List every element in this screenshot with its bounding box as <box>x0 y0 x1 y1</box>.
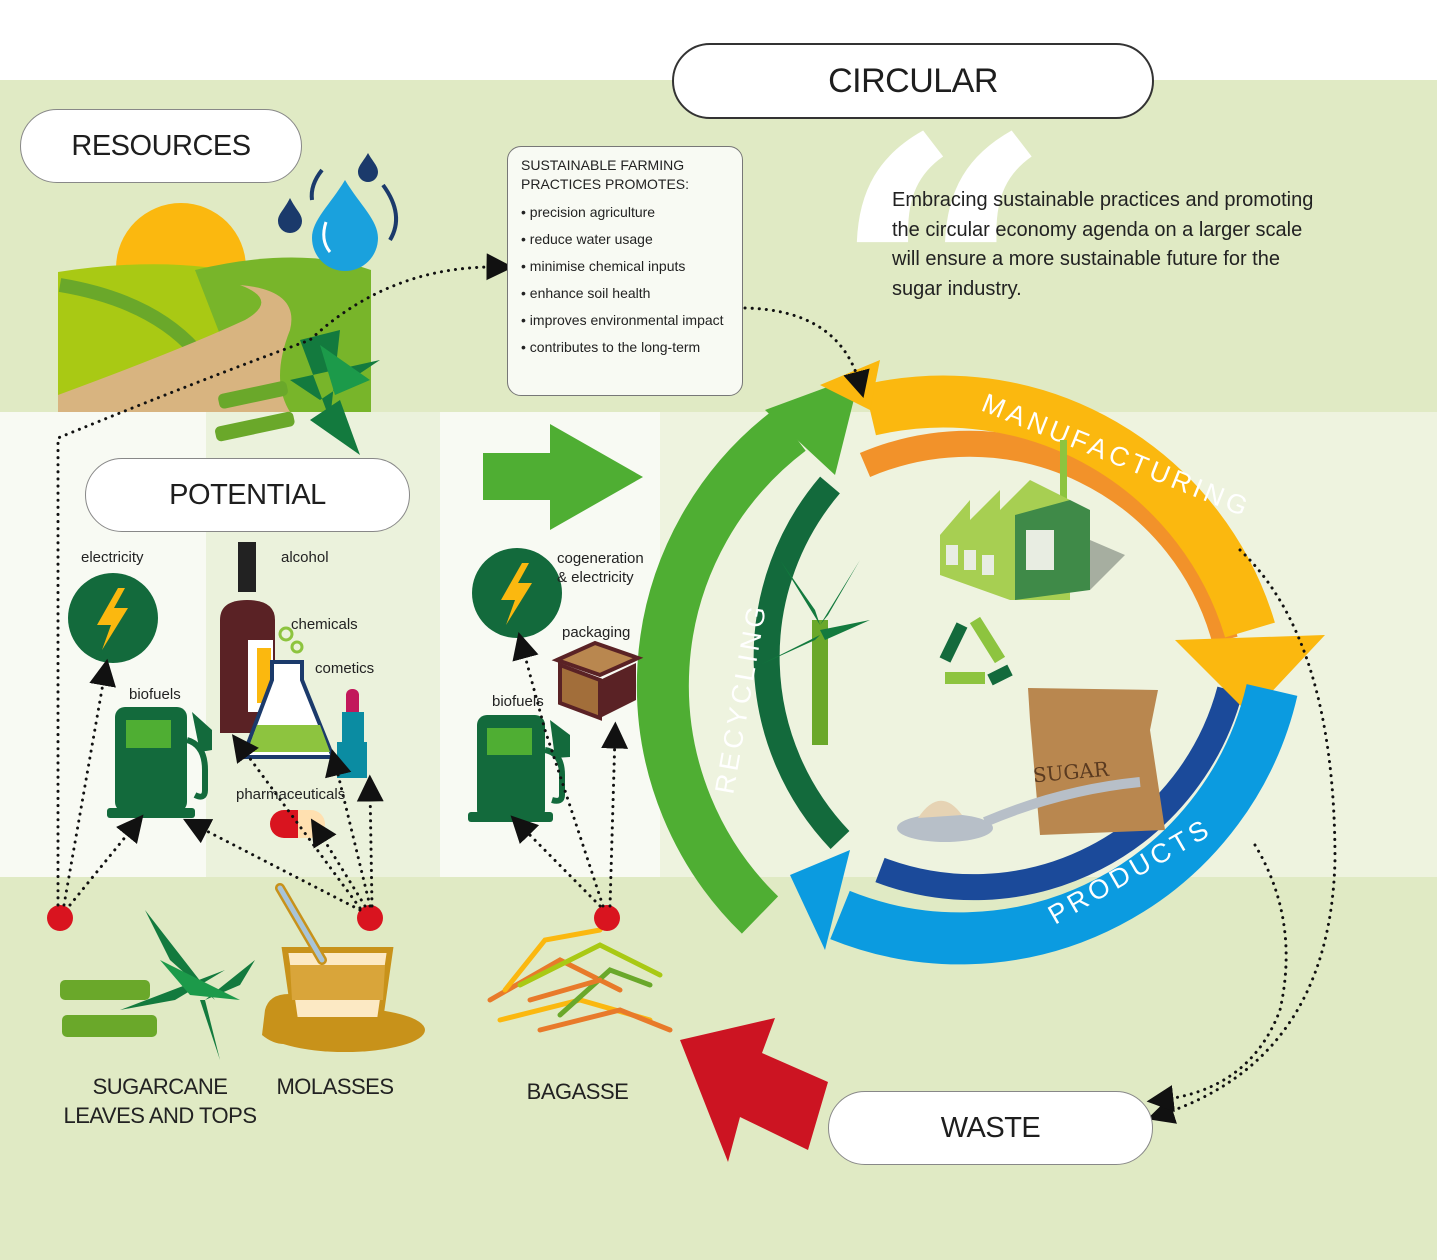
manufacturing-arrowhead <box>1175 635 1325 715</box>
sugarcane-leaves-icon <box>60 910 255 1060</box>
fuel-pump-icon <box>107 707 212 818</box>
electricity-label: electricity <box>81 549 144 566</box>
recycle-icon <box>939 616 1013 686</box>
alcohol-label: alcohol <box>281 549 329 566</box>
sugarcane-bundle-icon <box>215 330 380 455</box>
farming-item: • enhance soil health <box>521 285 651 301</box>
products-arrowhead <box>790 850 850 950</box>
recycling-arc <box>636 409 806 934</box>
recycling-arrowhead <box>765 375 860 475</box>
bagasse-caption: BAGASSE <box>526 1079 629 1104</box>
farming-item: • minimise chemical inputs <box>521 258 686 274</box>
fuel-pump-icon <box>468 715 570 822</box>
bagasse-source-dot <box>594 905 620 931</box>
molasses-source-dot <box>357 905 383 931</box>
potential-section-title: POTENTIAL <box>85 458 410 532</box>
bagasse-icon <box>487 927 673 1033</box>
sugarcane-plant-icon <box>760 560 870 745</box>
spoon-icon <box>897 777 1141 842</box>
circular-cycle: MANUFACTURING PRODUCTS RECYCLING <box>636 360 1325 965</box>
manufacturing-arc <box>864 375 1275 638</box>
sustainable-farming-box: SUSTAINABLE FARMING PRACTICES PROMOTES: … <box>507 146 743 396</box>
sugarcane-source-dot <box>47 905 73 931</box>
lipstick-icon <box>337 689 367 778</box>
farming-box-title: SUSTAINABLE FARMING PRACTICES PROMOTES: <box>521 157 690 192</box>
circular-section-title: CIRCULAR <box>672 43 1154 119</box>
cogeneration-electricity-icon <box>472 548 562 638</box>
biofuels-label: biofuels <box>129 686 181 703</box>
cosmetics-label: cometics <box>315 660 375 677</box>
farming-item: • contributes to the long-term <box>521 339 701 355</box>
cogeneration-label: cogeneration & electricity <box>557 550 644 586</box>
dotted-connectors <box>56 253 1337 1124</box>
alcohol-bottle-icon <box>220 542 275 733</box>
farming-item: • reduce water usage <box>521 231 653 247</box>
pharmaceuticals-label: pharmaceuticals <box>236 786 346 803</box>
resources-section-title: RESOURCES <box>20 109 302 183</box>
packaging-box-icon <box>551 640 644 721</box>
pharmaceuticals-pill-icon <box>270 810 325 838</box>
molasses-caption: MOLASSES <box>276 1074 394 1099</box>
packaging-label: packaging <box>562 624 631 641</box>
right-arrow-icon <box>483 424 643 530</box>
molasses-icon <box>262 883 425 1052</box>
sugar-bag-icon: SUGAR <box>1028 688 1165 835</box>
waste-arrow-icon <box>680 1018 828 1162</box>
chemicals-label: chemicals <box>291 616 358 633</box>
water-drops-icon <box>278 153 399 271</box>
factory-icon <box>940 440 1125 600</box>
farming-item: • improves environmental impact <box>521 312 724 328</box>
bagasse-biofuels-label: biofuels <box>492 693 544 710</box>
landscape-icon <box>58 203 371 412</box>
waste-section-title: WASTE <box>828 1091 1153 1165</box>
quote-text: Embracing sustainable practices and prom… <box>892 189 1314 300</box>
products-arc <box>830 684 1298 965</box>
electricity-icon <box>68 573 158 663</box>
farming-item: • precision agriculture <box>521 204 656 220</box>
sugarcane-caption: SUGARCANE LEAVES AND TOPS <box>63 1074 257 1128</box>
